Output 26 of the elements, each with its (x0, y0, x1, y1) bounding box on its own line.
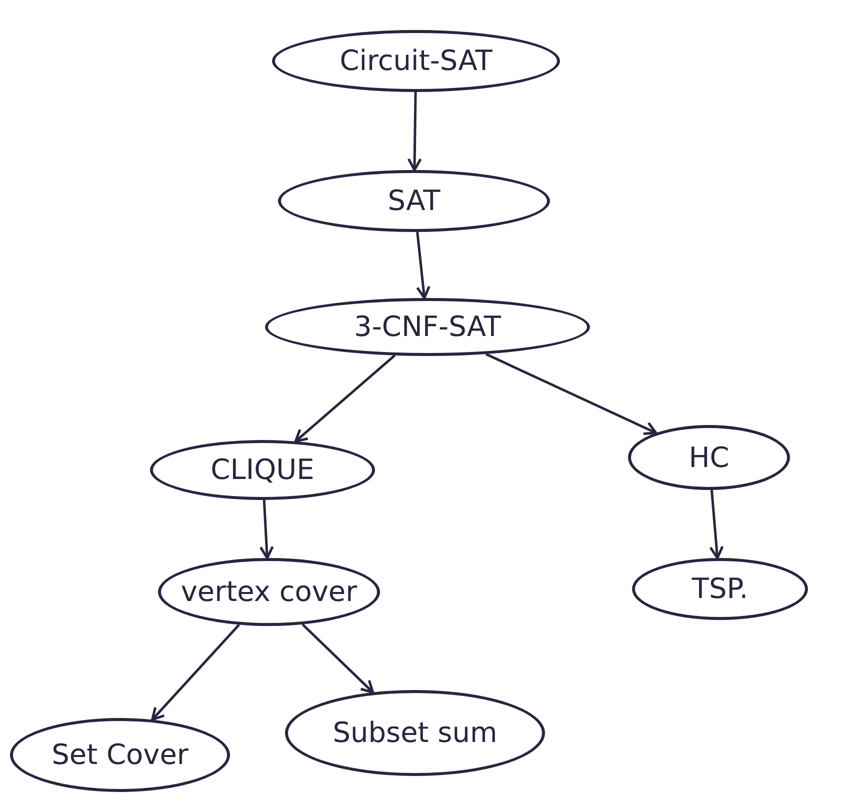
node-label: CLIQUE (210, 455, 316, 485)
node-label: HC (688, 442, 730, 472)
arrow (416, 232, 430, 300)
ellipse-node (265, 298, 590, 356)
arrow (294, 354, 396, 443)
node-label: vertex cover (180, 577, 358, 607)
node-label: 3-CNF-SAT (353, 312, 502, 342)
arrow (259, 500, 274, 560)
ellipse-node (632, 558, 808, 620)
ellipse-node (158, 558, 380, 626)
node-label: Set Cover (50, 740, 190, 770)
ellipse-node (150, 440, 375, 500)
arrow (407, 92, 422, 172)
ellipse-node (628, 425, 790, 490)
node-label: SAT (386, 186, 442, 216)
arrow (151, 624, 240, 721)
node-label: Circuit-SAT (338, 46, 494, 76)
ellipse-node (285, 690, 545, 776)
ellipse-node (278, 170, 550, 232)
arrow (709, 490, 724, 560)
ellipse-node (10, 718, 230, 792)
arrow (302, 624, 374, 694)
node-label: Subset sum (332, 718, 498, 748)
node-label: TSP. (690, 574, 750, 604)
arrow (485, 352, 658, 435)
ellipse-node (272, 30, 560, 92)
